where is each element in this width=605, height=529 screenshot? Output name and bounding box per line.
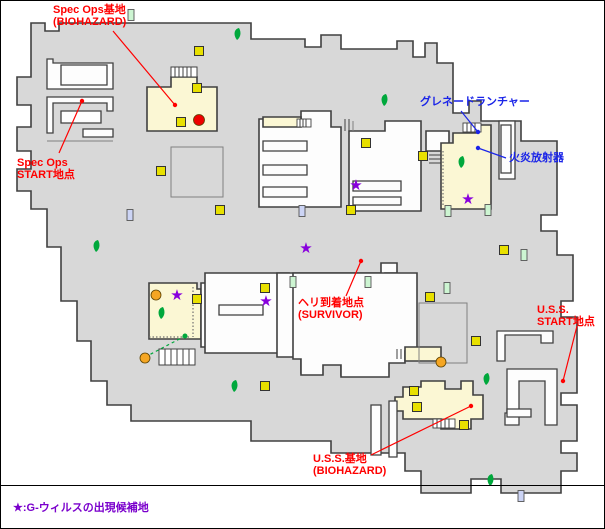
item-marker-yellow-12 [425, 292, 435, 302]
stairs-icon [170, 66, 198, 78]
central-rooms [258, 110, 450, 212]
door-marker-green-2 [484, 204, 492, 216]
herb-icon-5 [487, 474, 494, 486]
leader-line-spec-ops-start [58, 100, 83, 154]
orange-marker-1 [139, 352, 151, 364]
annotation-grenade-launcher: グレネードランチャー [420, 96, 530, 108]
item-marker-yellow-16 [459, 420, 469, 430]
door-marker-blue-0 [126, 209, 134, 221]
legend-label: ★:G-ウィルスの出現候補地 [13, 502, 149, 514]
g-virus-star-2: ★ [299, 239, 312, 257]
stairs-icon [462, 122, 482, 133]
herb-icon-7 [93, 240, 100, 252]
item-marker-yellow-1 [192, 83, 202, 93]
item-marker-yellow-3 [156, 166, 166, 176]
annotation-uss-base: U.S.S.基地 (BIOHAZARD) [313, 453, 387, 477]
connector-endpoint [182, 333, 188, 339]
door-marker-green-4 [520, 249, 528, 261]
leader-dot-grenade-launcher [475, 129, 481, 135]
herb-icon-6 [458, 156, 465, 168]
g-virus-star-4: ★ [461, 190, 474, 208]
stairs-icon [396, 349, 406, 359]
stairs-icon [344, 119, 350, 131]
item-marker-yellow-2 [176, 117, 186, 127]
leader-dot-heli-arrival [358, 258, 364, 264]
leader-dot-uss-start [560, 378, 566, 384]
item-marker-yellow-9 [192, 294, 202, 304]
item-marker-yellow-15 [412, 402, 422, 412]
right-corridors [370, 120, 558, 458]
annotation-spec-ops-start: Spec Ops START地点 [17, 157, 75, 181]
item-marker-yellow-5 [361, 138, 371, 148]
leader-line-grenade-launcher [460, 110, 479, 133]
stairs-icon [296, 118, 312, 128]
annotation-heli-arrival: ヘリ到着地点 (SURVIVOR) [298, 297, 364, 321]
herb-icon-3 [231, 380, 238, 392]
stairs-icon [158, 348, 196, 366]
leader-line-heli-arrival [345, 260, 362, 297]
door-marker-green-3 [443, 282, 451, 294]
item-marker-yellow-6 [346, 205, 356, 215]
g-virus-star-0: ★ [170, 286, 183, 304]
courtyard [170, 146, 224, 198]
door-marker-blue-2 [517, 490, 525, 502]
annotation-flamethrower: 火炎放射器 [509, 152, 564, 164]
annotation-uss-start: U.S.S. START地点 [537, 304, 595, 328]
spec-ops-start-rooms [46, 58, 114, 142]
item-marker-yellow-4 [215, 205, 225, 215]
legend-divider [1, 485, 604, 486]
door-marker-green-1 [444, 205, 452, 217]
leader-line-flamethrower [477, 147, 507, 159]
item-marker-yellow-10 [260, 283, 270, 293]
orange-marker-2 [435, 356, 447, 368]
leader-line-uss-start [562, 325, 578, 382]
door-marker-green-5 [289, 276, 297, 288]
item-marker-yellow-0 [194, 46, 204, 56]
leader-dot-uss-base [468, 403, 474, 409]
door-marker-green-6 [364, 276, 372, 288]
item-marker-yellow-8 [499, 245, 509, 255]
heli-arrival-room [276, 262, 442, 378]
red-marker-0 [193, 114, 205, 126]
leader-line-uss-base [370, 405, 472, 456]
g-virus-star-3: ★ [349, 176, 362, 194]
herb-icon-1 [381, 94, 388, 106]
annotation-spec-ops-base: Spec Ops基地 (BIOHAZARD) [53, 4, 127, 28]
herb-icon-0 [234, 28, 241, 40]
leader-dot-spec-ops-start [79, 98, 85, 104]
leader-dot-flamethrower [475, 145, 481, 151]
item-marker-yellow-7 [418, 151, 428, 161]
herb-icon-4 [483, 373, 490, 385]
item-marker-yellow-11 [260, 381, 270, 391]
item-marker-yellow-14 [409, 386, 419, 396]
annotation-leaders [58, 30, 578, 456]
leader-dot-spec-ops-base [172, 102, 178, 108]
facility-floor-outline [16, 22, 578, 494]
herb-icon-2 [158, 307, 165, 319]
door-marker-blue-1 [298, 205, 306, 217]
orange-marker-connector [148, 335, 186, 356]
orange-marker-0 [150, 289, 162, 301]
upper-right-corridor [344, 119, 354, 131]
door-marker-green-0 [127, 9, 135, 21]
item-marker-yellow-13 [471, 336, 481, 346]
map-markers: ★ ★ ★ ★ ★ [93, 9, 528, 502]
leader-line-spec-ops-base [112, 30, 176, 106]
g-virus-star-1: ★ [259, 292, 272, 310]
